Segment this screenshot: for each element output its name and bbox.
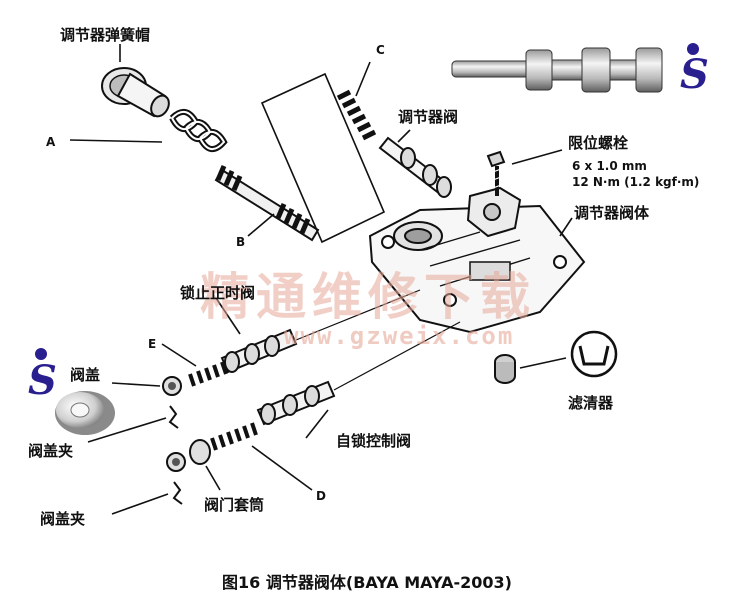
filter-part [494,354,516,384]
label-valve-cap-clip-2: 阀盖夹 [40,510,85,528]
explode-lines [295,289,461,391]
lockup-timing-valve-part [220,328,298,374]
spring-c-part [336,89,377,141]
label-valve-cap-clip-1: 阀盖夹 [28,442,73,460]
label-d: D [316,489,326,503]
spring-e-part [188,361,228,387]
svg-text:S: S [28,357,57,404]
figure-caption: 图16 调节器阀体(BAYA MAYA-2003) [222,573,512,592]
valve-cap-part-2 [166,452,186,472]
spring-a-part [169,109,228,152]
s-logo-icon: S [680,43,709,98]
label-stop-bolt: 限位螺栓 [568,134,628,152]
spring-b-part [214,165,320,242]
label-regulator-valve: 调节器阀 [398,108,458,126]
label-spring-cap: 调节器弹簧帽 [60,26,150,44]
label-valve-cap: 阀盖 [70,366,100,384]
valve-cap-clip-part-1 [168,405,179,429]
watermark-url: www.gzweix.com [284,322,514,350]
stop-bolt-part [486,150,506,196]
valve-cap-clip-part-2 [172,481,183,505]
spring-d-part [210,422,258,451]
s-logo-icon-left: S [28,348,57,404]
label-bolt-size: 6 x 1.0 mm [572,159,647,173]
label-filter: 滤清器 [568,394,614,412]
label-e: E [148,337,156,351]
valve-sleeve-part [189,439,211,465]
lock-control-valve-part [256,380,336,426]
label-valve-body: 调节器阀体 [574,204,650,222]
label-a: A [46,135,56,149]
valve-cap-part [162,376,182,396]
regulator-valve-part [378,136,452,198]
watermark: 精通维修下载 www.gzweix.com [200,268,536,350]
svg-text:S: S [680,51,709,98]
label-lockup-timing-valve: 锁止正时阀 [180,284,255,302]
valve-body-part [368,186,586,334]
label-bolt-torque: 12 N·m (1.2 kgf·m) [572,175,699,189]
label-b: B [236,235,245,249]
label-lock-control-valve: 自锁控制阀 [336,432,411,450]
filter-inset-icon [570,330,618,378]
label-c: C [376,43,385,57]
watermark-main: 精通维修下载 [200,268,536,326]
spool-valve-photo [451,47,663,93]
valve-cap-photo [55,391,115,435]
spring-cap-part [101,67,170,118]
label-valve-sleeve: 阀门套筒 [204,496,264,514]
leader-lines [69,44,573,515]
